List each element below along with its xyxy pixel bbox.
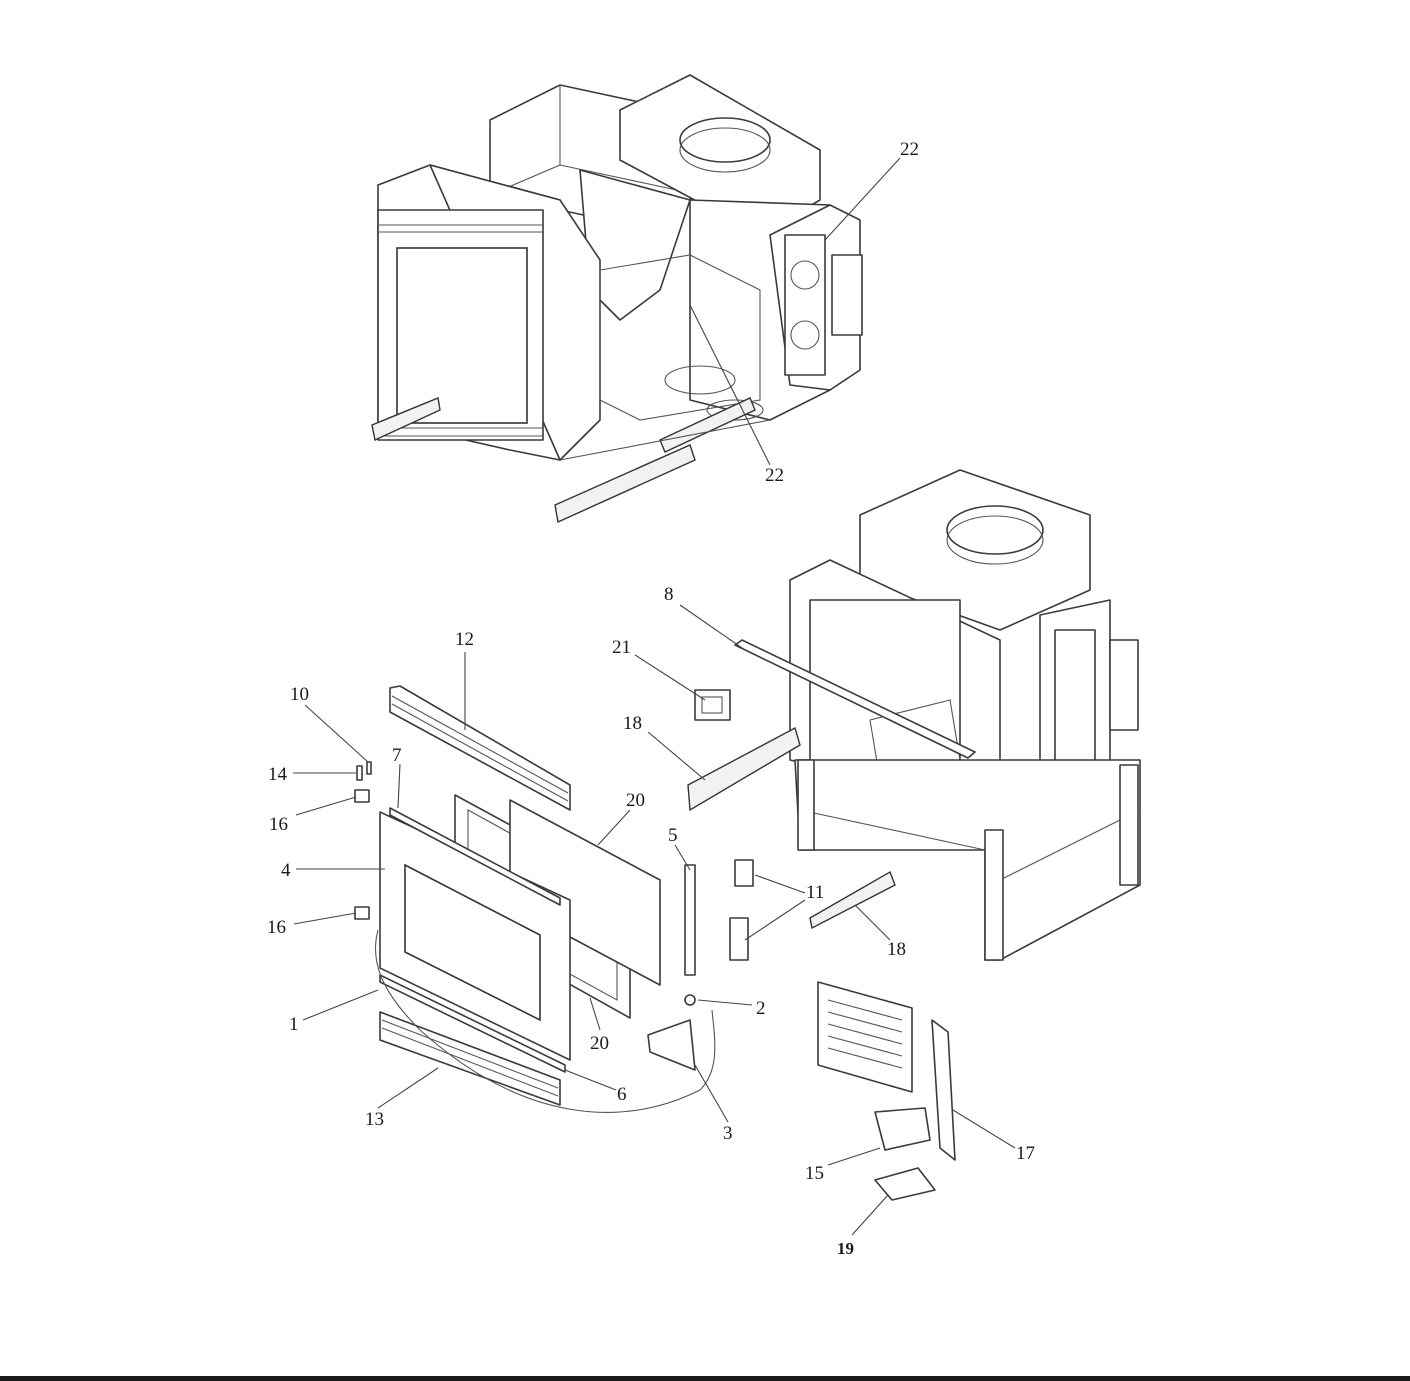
callout-1: 1 [289, 1014, 299, 1035]
slide-rail-back [659, 397, 756, 453]
part-18-rail-top [687, 726, 801, 812]
part-16-block-lower [354, 906, 370, 920]
callout-3: 3 [723, 1123, 733, 1144]
part-16-block-upper [354, 789, 370, 803]
callout-22-upper: 22 [900, 139, 919, 160]
leg-front [984, 829, 1004, 961]
part-14-screw [356, 765, 363, 781]
leg-right [1119, 764, 1139, 886]
callout-2: 2 [756, 998, 766, 1019]
side-vent-frame [784, 234, 826, 376]
slide-rail-left [371, 397, 441, 442]
part-5-hinge-rod [684, 864, 696, 976]
part-15-ash-pan [874, 1107, 931, 1151]
side-vent-frame-2 [1054, 629, 1096, 781]
callout-8: 8 [664, 584, 674, 605]
side-plate-2 [1109, 639, 1139, 731]
callout-5: 5 [668, 825, 678, 846]
part-7-top-rod [389, 807, 561, 906]
part-8-bar [734, 639, 976, 759]
callout-12: 12 [455, 629, 474, 650]
callout-20-lower: 20 [590, 1033, 609, 1054]
flue-collar-top [679, 117, 771, 163]
part-6-bottom-rod [379, 974, 566, 1073]
callout-labels: 22 22 8 21 12 10 7 14 16 18 20 4 5 11 16… [267, 139, 1035, 1258]
part-3-hinge-bracket [647, 1019, 696, 1071]
callout-15: 15 [805, 1163, 824, 1184]
flue-collar-bottom [946, 505, 1044, 555]
part-11-latch-lower [729, 917, 749, 961]
side-plate [831, 254, 863, 336]
callout-18-lower: 18 [887, 939, 906, 960]
callout-18-upper: 18 [623, 713, 642, 734]
callout-20-upper: 20 [626, 790, 645, 811]
callout-4: 4 [281, 860, 291, 881]
part-11-latch-upper [734, 859, 754, 887]
part-20-gasket [509, 799, 661, 986]
callout-17: 17 [1016, 1143, 1035, 1164]
callout-14: 14 [268, 764, 288, 785]
callout-13: 13 [365, 1109, 384, 1130]
callout-10: 10 [290, 684, 309, 705]
part-10-screw [366, 761, 372, 775]
slide-rail-front [554, 444, 696, 524]
callout-22-lower: 22 [765, 465, 784, 486]
callout-21: 21 [612, 637, 631, 658]
callout-16-upper: 16 [269, 814, 288, 835]
callout-7: 7 [392, 745, 402, 766]
part-19-gasket [874, 1167, 936, 1201]
callout-11: 11 [806, 882, 824, 903]
stand [794, 759, 1141, 961]
leader-lines [293, 157, 1016, 1236]
part-21-switch [694, 689, 731, 721]
callout-16-lower: 16 [267, 917, 286, 938]
part-12-top-trim [389, 685, 571, 811]
bottom-stove-assembly [789, 469, 1141, 961]
part-4-door-glass [404, 863, 541, 1022]
part-2-bushing [684, 994, 696, 1006]
callout-19: 19 [837, 1239, 854, 1258]
cable [374, 929, 716, 1113]
part-18-rail-bottom [809, 870, 896, 930]
leg-left [797, 759, 815, 851]
bottom-border-bar [0, 1376, 1410, 1381]
part-17-side-grille [931, 1019, 956, 1161]
part-13-bottom-trim [379, 1011, 561, 1106]
callout-6: 6 [617, 1084, 627, 1105]
door-glass-top [396, 247, 528, 424]
top-stove-assembly [371, 74, 863, 524]
